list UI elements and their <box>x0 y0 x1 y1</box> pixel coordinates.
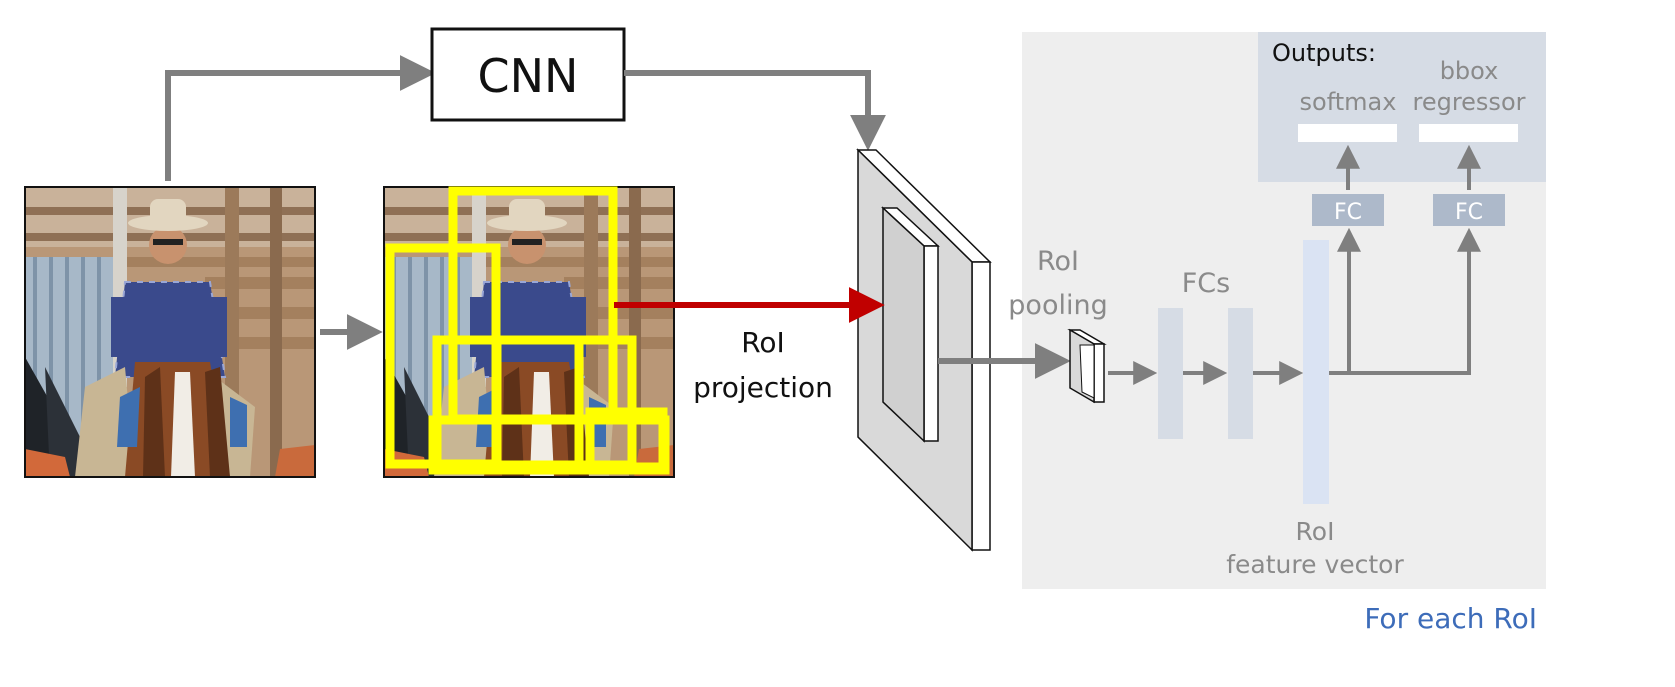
roi-feature-vector <box>1303 240 1329 504</box>
softmax-label: softmax <box>1300 88 1397 116</box>
bbox-output-bar <box>1419 124 1518 142</box>
arrow-cnn-to-feature-map <box>624 70 886 151</box>
fc-softmax-box <box>1312 194 1384 226</box>
roi-pooling-label-line1: RoI <box>1037 246 1079 277</box>
bbox-label-line1: bbox <box>1440 57 1499 85</box>
roi-projection-label-line1: RoI <box>741 326 785 359</box>
softmax-output-bar <box>1298 124 1397 142</box>
fc-softmax-label: FC <box>1334 200 1362 225</box>
bbox-label-line2: regressor <box>1412 88 1525 116</box>
fc-bbox-box <box>1433 194 1505 226</box>
fc-bbox-label: FC <box>1455 200 1483 225</box>
fc-column-1 <box>1158 308 1183 439</box>
roi-feature-vector-label-line2: feature vector <box>1226 550 1404 579</box>
fcs-label: FCs <box>1182 268 1230 299</box>
roi-box <box>492 335 584 470</box>
roi-proposal-boxes <box>385 186 670 475</box>
branch-to-bbox-fc <box>1349 227 1481 375</box>
outputs-title: Outputs: <box>1272 39 1376 67</box>
roi-feature-vector-label-line1: RoI <box>1296 517 1335 546</box>
input-photo <box>24 186 316 478</box>
roi-pooling-label-line2: pooling <box>1008 290 1107 321</box>
outputs-panel <box>1258 32 1546 182</box>
fc-column-2 <box>1228 308 1253 439</box>
roi-box <box>585 407 668 472</box>
conv-feature-map <box>856 148 992 552</box>
for-each-roi-caption: For each RoI <box>1364 602 1537 635</box>
roi-projection-label-line2: projection <box>693 371 833 404</box>
roi-pooling-layer <box>1067 328 1107 404</box>
cnn-label: CNN <box>478 49 579 103</box>
arrow-image-to-cnn <box>165 55 436 181</box>
